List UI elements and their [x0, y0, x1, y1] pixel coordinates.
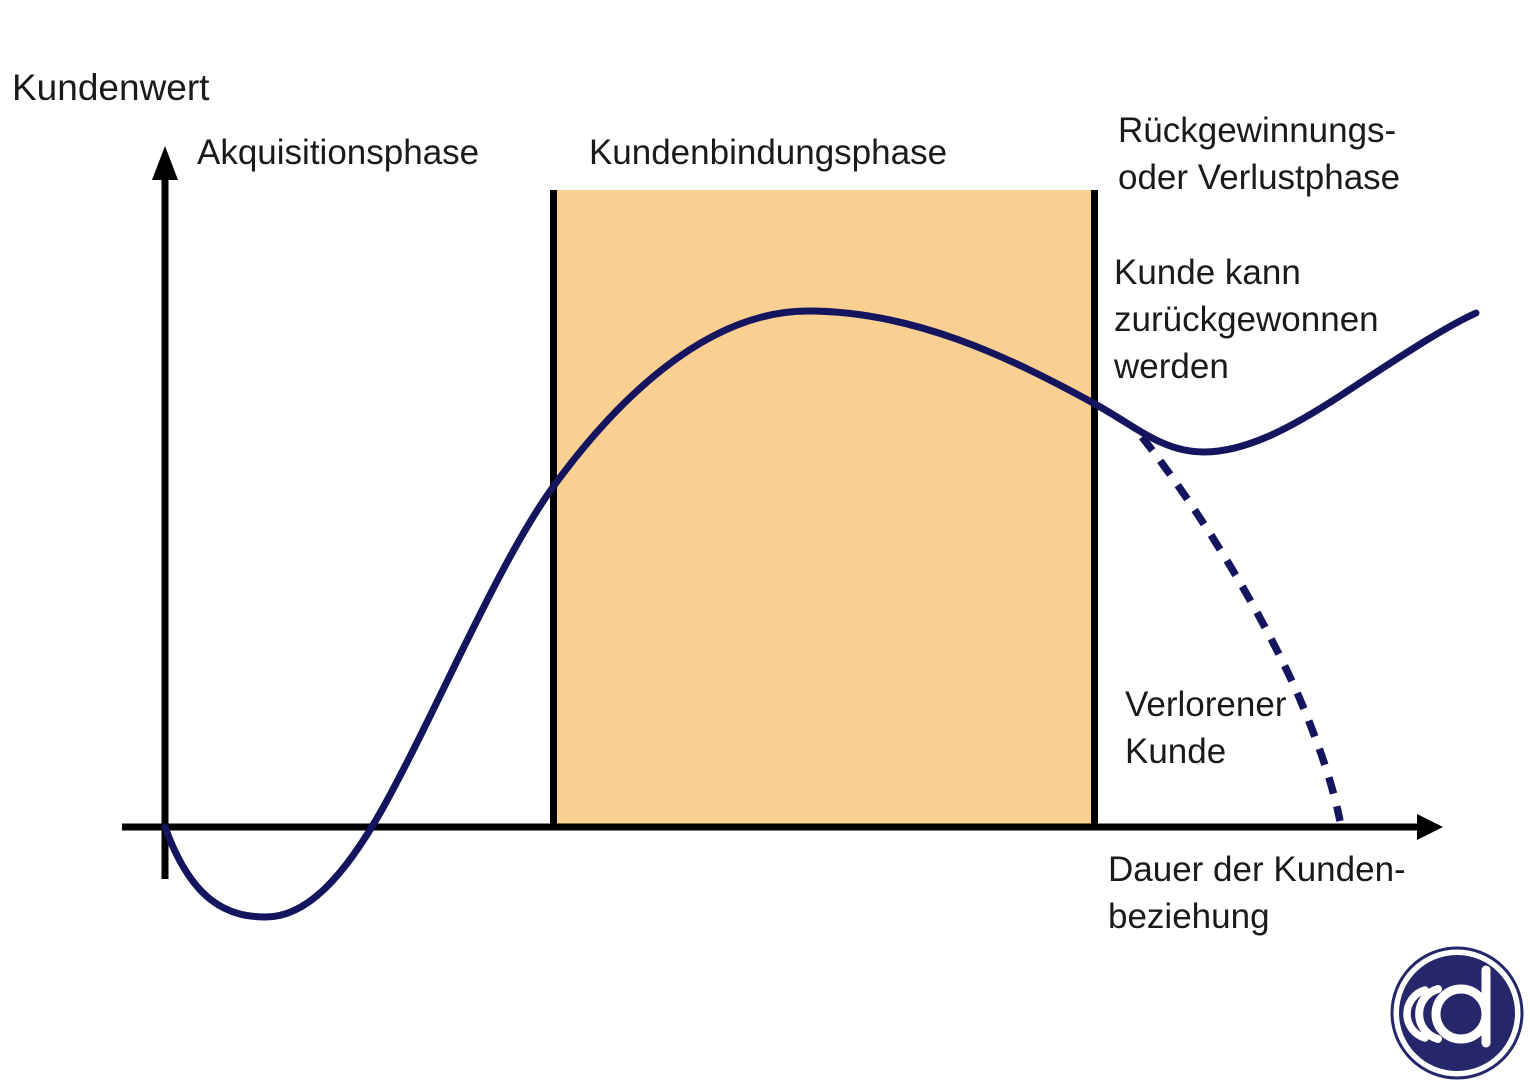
logo-arc-outer-icon — [1403, 986, 1429, 1042]
annotation-win-back-line1: Kunde kann — [1114, 253, 1301, 292]
x-axis-label-line1: Dauer der Kunden- — [1108, 850, 1406, 889]
y-axis-arrow-icon — [152, 146, 178, 180]
retention-phase-highlight — [553, 190, 1095, 824]
x-axis-label: Dauer der Kunden- beziehung — [1108, 846, 1406, 940]
annotation-win-back-line2: zurückgewonnen — [1114, 300, 1379, 339]
logo-arc-inner-icon — [1415, 985, 1442, 1043]
phase-label-recovery-line1: Rückgewinnungs- — [1118, 111, 1397, 150]
annotation-lost-customer: Verlorener Kunde — [1125, 681, 1286, 775]
phase-label-acquisition: Akquisitionsphase — [197, 133, 480, 172]
phase-label-recovery-line2: oder Verlustphase — [1118, 158, 1401, 197]
annotation-win-back-line3: werden — [1114, 347, 1229, 386]
x-axis-label-line2: beziehung — [1108, 897, 1270, 936]
lost-customer-curve — [1139, 434, 1344, 822]
annotation-lost-customer-line1: Verlorener — [1125, 685, 1287, 724]
annotation-win-back: Kunde kann zurückgewonnen werden — [1114, 249, 1379, 390]
customer-value-curve — [161, 307, 1480, 921]
y-axis-label: Kundenwert — [12, 67, 210, 108]
phase-label-retention: Kundenbindungsphase — [588, 133, 948, 172]
annotation-lost-customer-line2: Kunde — [1125, 732, 1227, 771]
phase-label-recovery: Rückgewinnungs- oder Verlustphase — [1118, 107, 1400, 201]
x-axis-arrow-icon — [1417, 814, 1443, 840]
logo — [1390, 946, 1524, 1080]
